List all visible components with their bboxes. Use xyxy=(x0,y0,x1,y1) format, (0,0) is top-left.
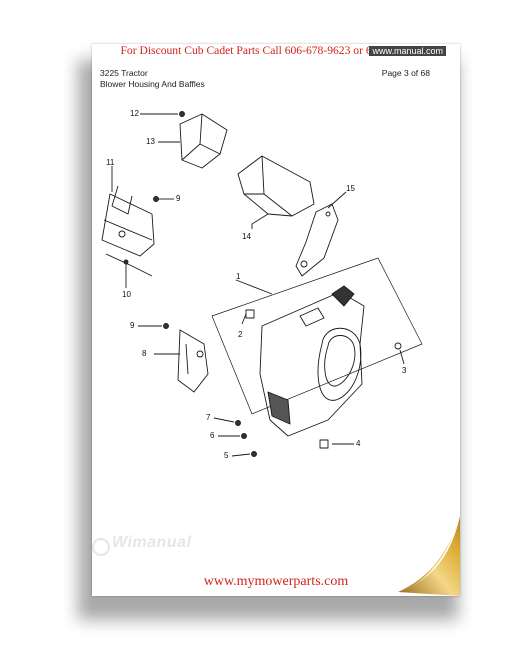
callout-4: 4 xyxy=(356,439,361,448)
callout-2: 2 xyxy=(238,330,243,339)
part-9-screw-lower xyxy=(138,323,169,329)
part-12-screw xyxy=(140,111,185,117)
callout-10: 10 xyxy=(122,290,131,299)
page-curl-icon xyxy=(398,516,460,596)
model-title: 3225 Tractor xyxy=(100,68,148,78)
callout-9-upper: 9 xyxy=(176,194,181,203)
part-7-screw xyxy=(213,417,241,426)
part-8-bracket xyxy=(154,329,209,393)
callout-11: 11 xyxy=(106,158,115,167)
part-14-shroud xyxy=(237,155,315,229)
parts-diagram xyxy=(101,111,423,457)
part-2-nut xyxy=(241,309,255,325)
part-9-screw-upper xyxy=(153,196,174,202)
watermark-badge: www.manual.com xyxy=(369,46,446,56)
watermark-logo: Wimanual xyxy=(112,534,192,551)
page-number: Page 3 of 68 xyxy=(381,68,430,78)
callout-9-lower: 9 xyxy=(130,321,135,330)
callout-12: 12 xyxy=(130,109,139,118)
callout-5: 5 xyxy=(224,451,229,460)
part-5-screw xyxy=(231,451,257,457)
callout-14: 14 xyxy=(242,232,251,241)
part-13-baffle xyxy=(158,113,228,169)
callout-6: 6 xyxy=(210,431,215,440)
part-6-washer xyxy=(218,433,247,439)
part-3-plug xyxy=(394,342,405,365)
callout-1: 1 xyxy=(236,272,241,281)
part-15-bracket xyxy=(295,191,347,277)
header-left: 3225 Tractor Blower Housing And Baffles xyxy=(100,68,205,90)
promo-banner-top: For Discount Cub Cadet Parts Call 606-67… xyxy=(120,44,432,57)
section-title: Blower Housing And Baffles xyxy=(100,79,205,89)
callout-15: 15 xyxy=(346,184,355,193)
part-4-nut xyxy=(319,439,354,449)
callout-3: 3 xyxy=(402,366,407,375)
watermark-circle-icon xyxy=(92,538,110,556)
callout-13: 13 xyxy=(146,137,155,146)
callout-7: 7 xyxy=(206,413,211,422)
part-10-baffle xyxy=(105,253,153,288)
manual-page: For Discount Cub Cadet Parts Call 606-67… xyxy=(92,44,460,596)
promo-banner-bottom: www.mymowerparts.com xyxy=(203,574,349,589)
part-1-blower-housing xyxy=(211,257,423,437)
callout-8: 8 xyxy=(142,349,147,358)
part-11-bracket xyxy=(101,166,155,257)
